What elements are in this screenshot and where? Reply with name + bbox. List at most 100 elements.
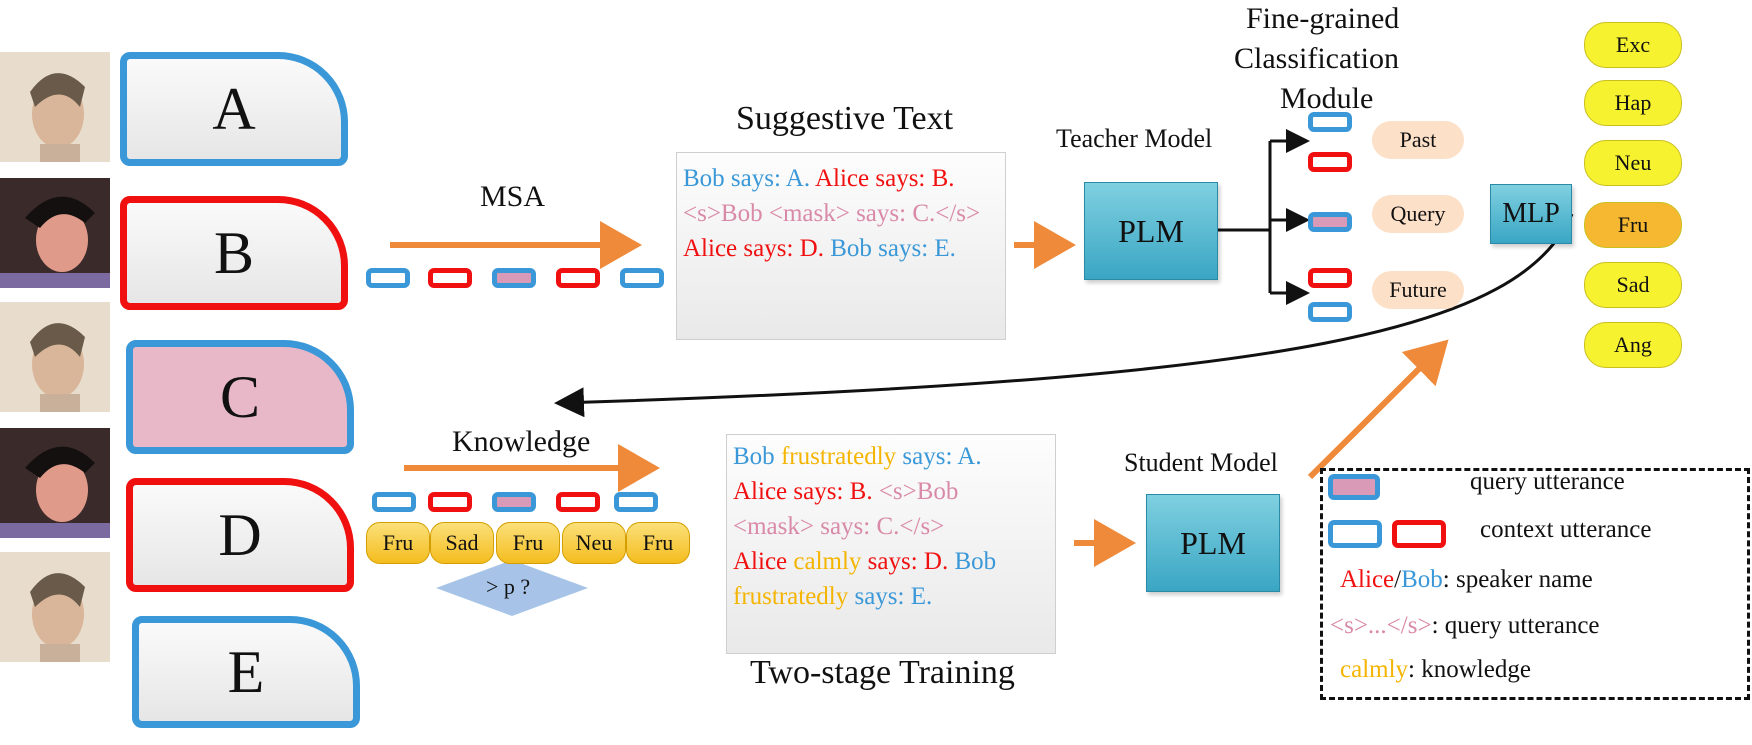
branch-query: Query (1372, 195, 1464, 233)
legend-context-token-blue (1328, 520, 1382, 548)
legend-context-token-red (1392, 520, 1446, 548)
training-segment: says: D. (867, 548, 949, 575)
context-token (428, 268, 472, 288)
query-token (492, 268, 536, 288)
utterance-e: E (132, 616, 360, 728)
plm-label: PLM (1180, 524, 1246, 561)
context-token (556, 492, 600, 512)
context-token (1308, 112, 1352, 132)
emotion-sad: Sad (1584, 262, 1682, 308)
emotion-fru: Fru (1584, 202, 1682, 248)
context-token (372, 492, 416, 512)
threshold-diamond (436, 560, 588, 616)
utterance-d: D (126, 478, 354, 592)
legend-calmly: calmly (1340, 656, 1409, 683)
knowledge-emotion-tag: Neu (562, 522, 626, 564)
training-segment: frustratedly (780, 443, 897, 470)
legend-speaker-suffix: : speaker name (1442, 566, 1593, 593)
emotion-exc: Exc (1584, 22, 1682, 68)
utterance-c-query: C (126, 340, 354, 454)
training-segment: says: E. (854, 583, 933, 610)
suggestive-text-title: Suggestive Text (736, 100, 954, 137)
knowledge-label: Knowledge (452, 425, 591, 458)
training-segment: calmly (793, 548, 862, 575)
branch-future: Future (1372, 271, 1464, 309)
context-token (1308, 268, 1352, 288)
context-token (428, 492, 472, 512)
context-token (620, 268, 664, 288)
plm-label: PLM (1118, 212, 1184, 249)
training-text-box: Bob frustratedly says: A. Alice says: B.… (726, 434, 1056, 654)
legend-speaker-row: Alice/Bob: speaker name (1340, 566, 1593, 594)
fgc-title-line: Module (1280, 82, 1374, 115)
context-token (556, 268, 600, 288)
suggestive-segment: <s>Bob <mask> says: (683, 200, 907, 227)
suggestive-segment: Bob (830, 235, 872, 262)
legend-slash: / (1394, 566, 1402, 593)
context-token (1308, 302, 1352, 322)
suggestive-segment: Alice says: (814, 165, 926, 192)
teacher-model-label: Teacher Model (1056, 124, 1213, 153)
mlp-block: MLP (1490, 184, 1572, 244)
speaker-photo-bob (0, 552, 110, 662)
emotion-neu: Neu (1584, 140, 1682, 186)
suggestive-segment: Bob says: A. (683, 165, 811, 192)
utterance-letter: D (218, 501, 262, 568)
suggestive-segment: C.</s> (912, 200, 981, 227)
utterance-letter: A (212, 75, 256, 142)
training-segment: Alice (733, 548, 788, 575)
query-token (1308, 212, 1352, 232)
student-plm-block: PLM (1146, 494, 1280, 592)
utterance-b: B (120, 196, 348, 310)
legend-box (1320, 468, 1750, 700)
suggestive-text-box: Bob says: A. Alice says: B. <s>Bob <mask… (676, 152, 1006, 340)
suggestive-segment: B. (931, 165, 955, 192)
utterance-letter: B (213, 219, 255, 286)
knowledge-emotion-tag: Fru (496, 522, 560, 564)
speaker-photo-alice (0, 428, 110, 538)
mlp-label: MLP (1502, 198, 1560, 229)
legend-bob: Bob (1401, 566, 1443, 593)
training-segment: Bob (733, 443, 775, 470)
teacher-plm-block: PLM (1084, 182, 1218, 280)
branch-past: Past (1372, 121, 1464, 159)
msa-label: MSA (480, 180, 546, 213)
legend-stag-suffix: : query utterance (1431, 612, 1600, 639)
legend-knowledge-row: calmly: knowledge (1340, 656, 1531, 684)
training-segment: frustratedly (733, 583, 849, 610)
knowledge-emotion-tag: Fru (366, 522, 430, 564)
emotion-hap: Hap (1584, 80, 1682, 126)
training-segment: <s>Bob (878, 478, 959, 505)
emotion-ang: Ang (1584, 322, 1682, 368)
knowledge-emotion-tag: Fru (626, 522, 690, 564)
fgc-title-line: Fine-grained (1246, 2, 1400, 35)
legend-context-text: context utterance (1480, 516, 1652, 543)
fgc-title-line: Classification (1234, 42, 1399, 75)
suggestive-segment: Alice says: D. (683, 235, 824, 262)
legend-stag: <s>...</s> (1330, 612, 1432, 639)
training-segment: Alice says: B. (733, 478, 873, 505)
speaker-photo-bob (0, 52, 110, 162)
training-segment: <mask> says: C.</s> (733, 513, 945, 540)
utterance-a: A (120, 52, 348, 166)
legend-alice: Alice (1340, 566, 1395, 593)
threshold-label: > p ? (486, 574, 531, 599)
legend-query-token (1328, 474, 1380, 500)
context-token (1308, 152, 1352, 172)
knowledge-emotion-tag: Sad (430, 522, 494, 564)
two-stage-title: Two-stage Training (750, 654, 1015, 691)
speaker-photo-bob (0, 302, 110, 412)
context-token (614, 492, 658, 512)
training-segment: Bob (954, 548, 997, 575)
student-to-mlp-arrow (1307, 339, 1449, 480)
query-token (492, 492, 536, 512)
speaker-photo-alice (0, 178, 110, 288)
feedback-curve-arrow (554, 213, 1574, 418)
suggestive-segment: says: E. (878, 235, 956, 262)
utterance-letter: E (227, 638, 265, 705)
legend-calmly-suffix: : knowledge (1408, 656, 1531, 683)
legend-stag-row: <s>...</s>: query utterance (1330, 612, 1600, 640)
student-model-label: Student Model (1124, 448, 1278, 477)
legend-query-text: query utterance (1470, 468, 1625, 495)
